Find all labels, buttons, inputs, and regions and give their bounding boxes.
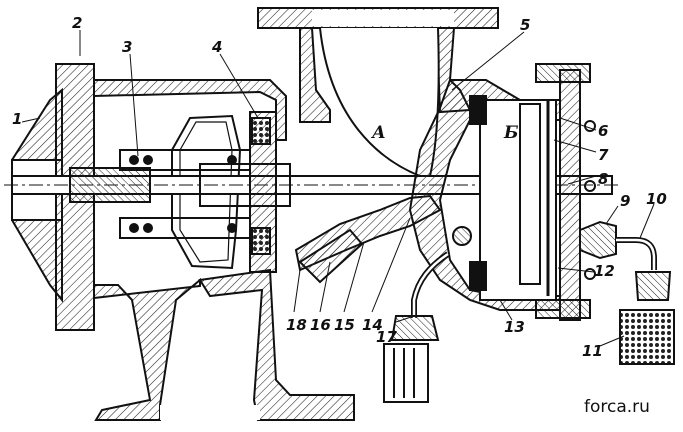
label-11: 11 bbox=[582, 342, 603, 360]
label-18: 18 bbox=[286, 316, 307, 334]
site-watermark: forca.ru bbox=[584, 397, 650, 417]
chamber-a-label: А bbox=[370, 123, 386, 143]
rear-cover bbox=[559, 69, 581, 321]
label-6: 6 bbox=[598, 122, 608, 140]
label-16: 16 bbox=[310, 316, 331, 334]
label-7: 7 bbox=[598, 146, 609, 164]
leader-lines bbox=[21, 30, 655, 347]
label-8: 8 bbox=[598, 170, 608, 188]
label-10: 10 bbox=[646, 190, 667, 208]
label-2: 2 bbox=[72, 14, 82, 32]
drawing-geometry bbox=[4, 7, 675, 421]
chamber-b bbox=[479, 99, 557, 301]
label-3: 3 bbox=[122, 38, 132, 56]
label-1: 1 bbox=[12, 110, 22, 128]
outlet-pipe-wall-left bbox=[299, 27, 331, 123]
label-14: 14 bbox=[362, 316, 383, 334]
gauge-nut bbox=[390, 315, 440, 341]
label-4: 4 bbox=[211, 38, 222, 56]
filter-cap bbox=[634, 271, 672, 301]
fitting bbox=[579, 220, 617, 260]
part-labels: 1 2 3 4 5 6 7 8 9 10 11 12 13 14 15 16 1… bbox=[12, 14, 667, 360]
label-5: 5 bbox=[520, 16, 530, 34]
label-17: 17 bbox=[376, 328, 397, 346]
label-12: 12 bbox=[594, 262, 615, 280]
body-bottom-wall bbox=[93, 277, 201, 421]
chamber-b-label: Б bbox=[503, 123, 519, 143]
label-15: 15 bbox=[334, 316, 355, 334]
inlet-nozzle bbox=[198, 268, 355, 421]
label-13: 13 bbox=[504, 318, 525, 336]
label-9: 9 bbox=[620, 192, 630, 210]
gauge-knob bbox=[383, 343, 429, 403]
filter-body bbox=[619, 309, 675, 365]
